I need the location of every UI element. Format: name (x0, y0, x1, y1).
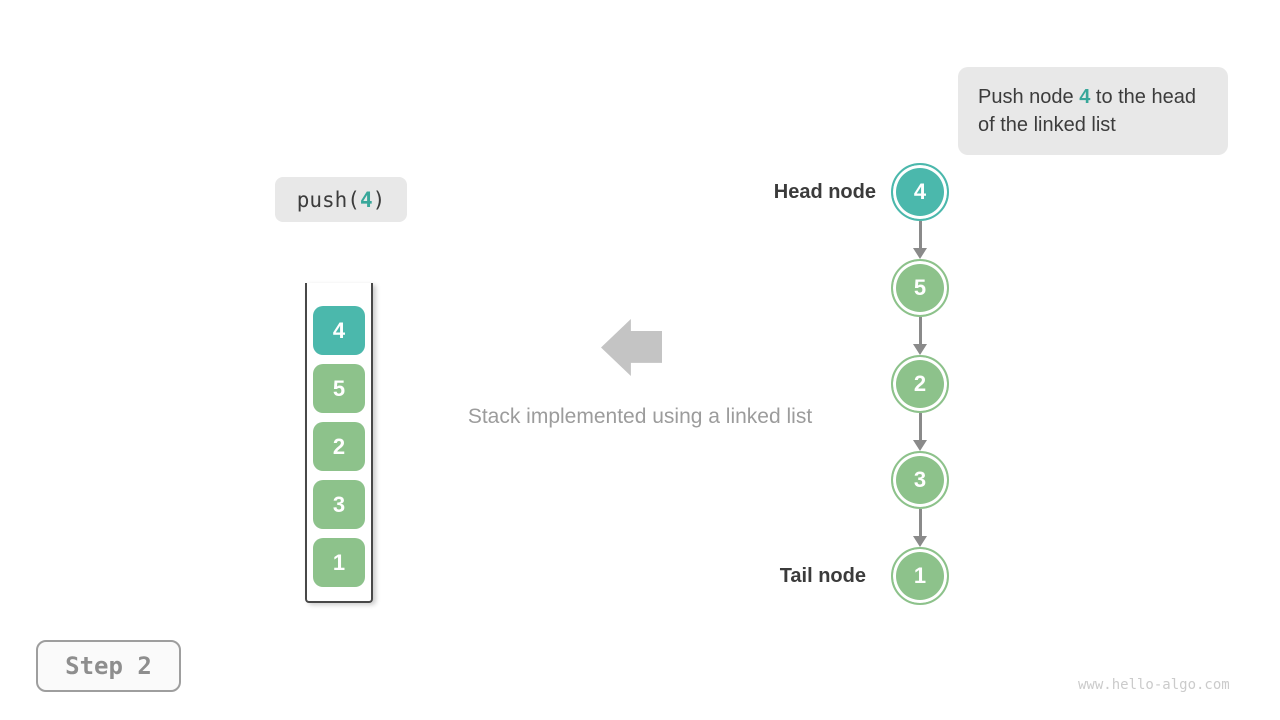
annotation-text-suffix: to the head of the linked list (978, 86, 1196, 136)
left-block-arrow-icon (601, 319, 662, 376)
tail-node-label: Tail node (779, 565, 866, 587)
stack-container: 4 5 2 3 1 (305, 283, 373, 603)
stack-item: 5 (313, 364, 365, 413)
operation-prefix: push( (296, 187, 360, 212)
caption: Stack implemented using a linked list (467, 405, 813, 428)
annotation-text: Push node (978, 86, 1080, 108)
down-arrow-icon (913, 317, 927, 355)
stack-item: 3 (313, 480, 365, 529)
annotation-bubble: Push node 4 to the head of the linked li… (958, 67, 1228, 155)
down-arrow-icon (913, 221, 927, 259)
operation-suffix: ) (372, 187, 386, 212)
list-node: 5 (891, 259, 949, 317)
list-node: 4 (891, 163, 949, 221)
stack-items: 4 5 2 3 1 (307, 283, 371, 587)
step-badge: Step 2 (36, 640, 181, 692)
annotation-highlight-value: 4 (1079, 86, 1091, 108)
operation-arg: 4 (359, 187, 373, 212)
linked-list: 4 5 2 3 1 (891, 163, 949, 605)
stack-item: 1 (313, 538, 365, 587)
list-node: 3 (891, 451, 949, 509)
head-node-label: Head node (773, 181, 876, 203)
operation-label: push(4) (275, 177, 407, 222)
stack-item: 2 (313, 422, 365, 471)
list-node: 2 (891, 355, 949, 413)
stack-item: 4 (313, 306, 365, 355)
down-arrow-icon (913, 413, 927, 451)
list-node: 1 (891, 547, 949, 605)
down-arrow-icon (913, 509, 927, 547)
watermark: www.hello-algo.com (1078, 677, 1230, 693)
